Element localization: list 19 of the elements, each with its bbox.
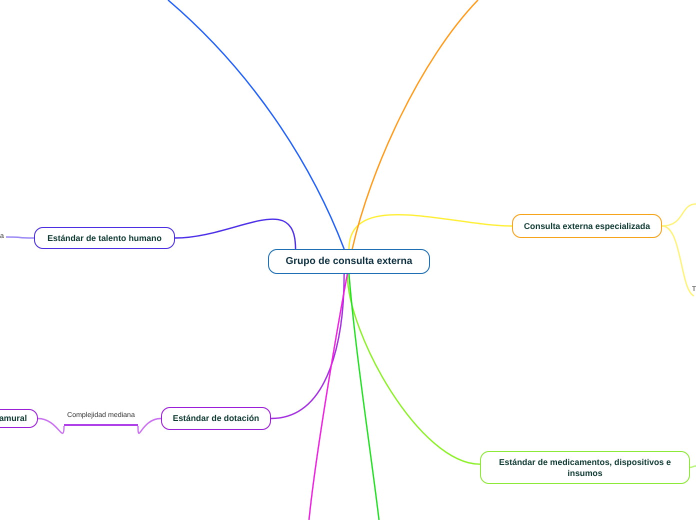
connector-line [346,274,480,465]
connector-line [348,214,512,250]
topic-box: Consulta externa especializada [512,214,662,238]
connector-line [174,218,296,250]
connector-line [270,274,345,420]
connector-line [662,225,694,297]
connector-line [137,418,162,434]
connector-line [662,203,696,227]
connector-line [352,0,479,250]
topic-box: Estándar de talento humano [34,227,175,249]
connector-line [38,418,65,434]
connector-line [308,274,348,520]
topic-box: Estándar de dotación [161,407,271,430]
topic-box: Estándar de medicamentos, dispositivos e insumos [480,451,690,484]
connector-line [348,274,380,520]
connector-line [6,236,34,239]
central-topic-box: Grupo de consulta externa [268,249,430,274]
connector-line [168,0,345,250]
connector-line [690,465,696,468]
